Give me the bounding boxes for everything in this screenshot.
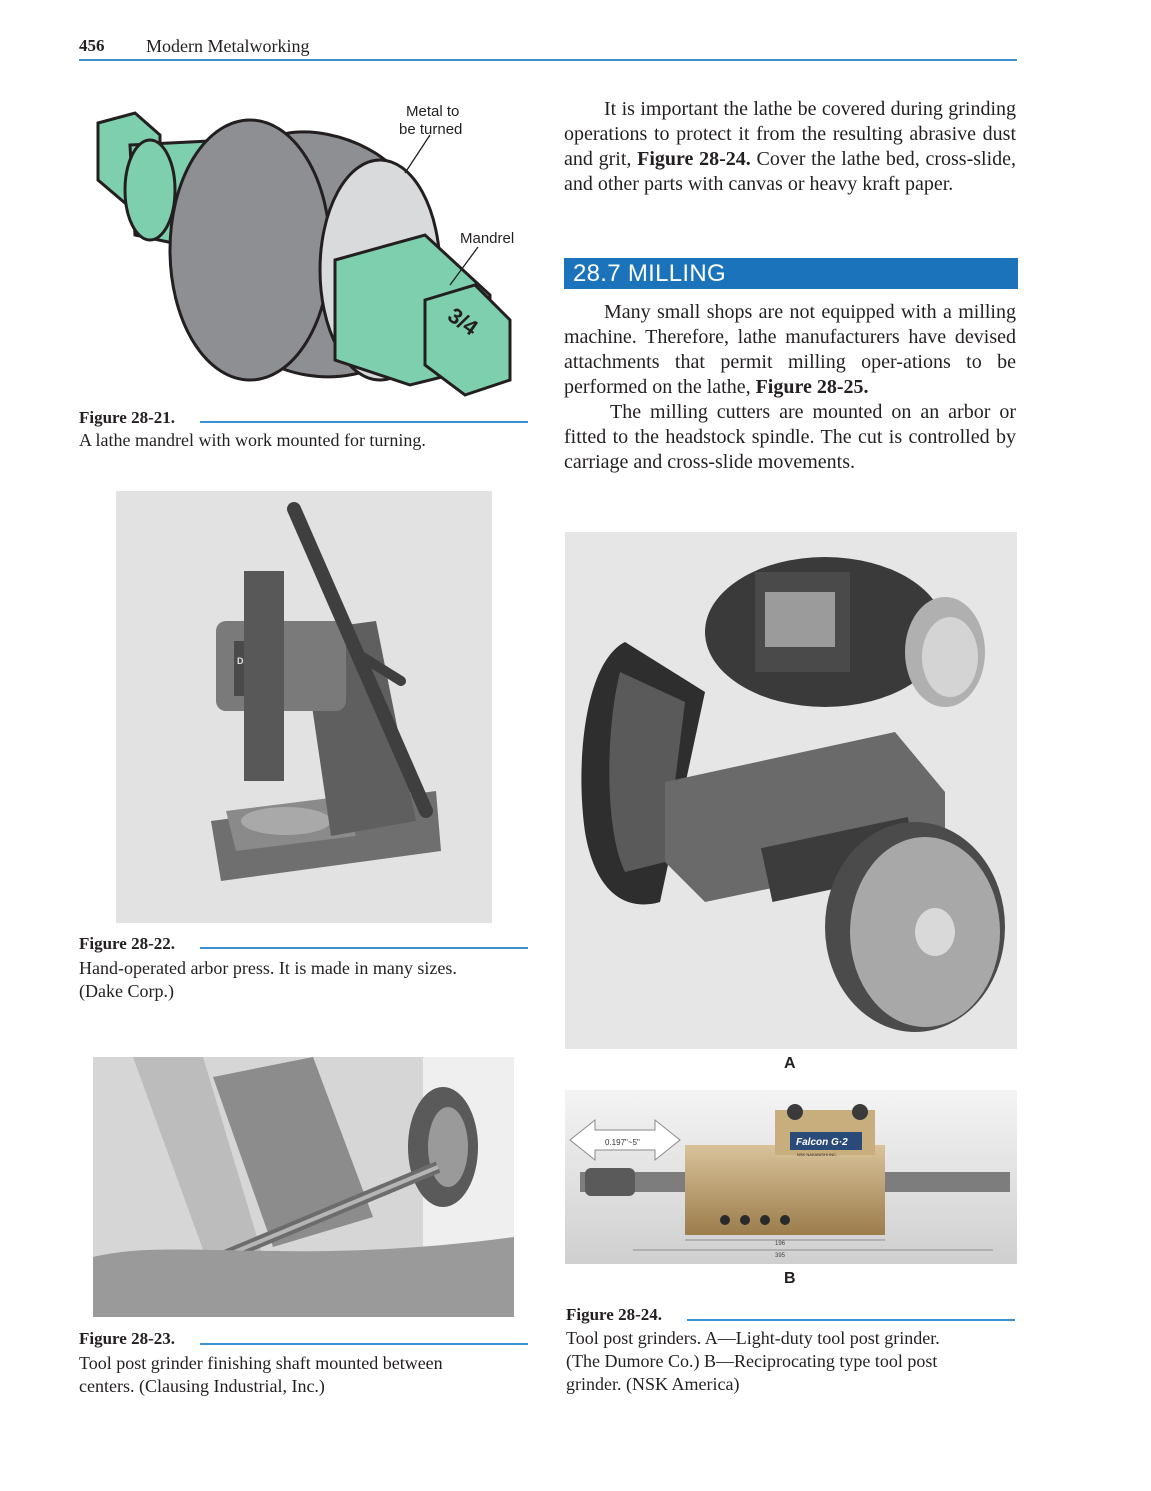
figure-28-23-caption-line1: Tool post grinder finishing shaft mounte… <box>79 1353 443 1373</box>
section-heading: 28.7 MILLING <box>564 258 1018 289</box>
paragraph-milling-cutters: The milling cutters are mounted on an ar… <box>564 401 1016 473</box>
label-metal-to-be-turned-line2: be turned <box>399 121 462 138</box>
figure-ref-28-24: Figure 28-24. <box>637 148 751 170</box>
figure-28-24-caption-line1: Tool post grinders. A—Light-duty tool po… <box>566 1328 940 1348</box>
header-rule <box>79 59 1017 61</box>
figure-28-21-rule <box>200 421 528 423</box>
figure-28-23-photo <box>93 1057 514 1317</box>
figure-28-24-caption-line2: (The Dumore Co.) B—Reciprocating type to… <box>566 1351 938 1371</box>
paragraph-milling-intro: Many small shops are not equipped with a… <box>564 300 1016 400</box>
figure-ref-28-25: Figure 28-25. <box>755 376 869 398</box>
figure-28-22-caption-line2: (Dake Corp.) <box>79 981 174 1001</box>
figure-28-24-rule <box>687 1319 1015 1321</box>
figure-28-21-title: Figure 28-21. <box>79 408 176 427</box>
label-metal-to-be-turned: Metal to <box>406 103 459 120</box>
maker-label: NSK NAKANISHI INC. <box>797 1152 837 1157</box>
figure-28-21-caption: A lathe mandrel with work mounted for tu… <box>79 430 426 450</box>
figure-28-23-title: Figure 28-23. <box>79 1329 176 1348</box>
figure-28-24b-photo: 0.197"~5" Falcon G·2 NSK NAKANISHI INC. … <box>565 1090 1017 1264</box>
dimension-196: 196 <box>775 1241 786 1247</box>
figure-28-24-sublabel-b: B <box>784 1270 796 1287</box>
figure-28-24-sublabel-a: A <box>784 1055 796 1072</box>
book-title: Modern Metalworking <box>146 36 310 56</box>
page-number: 456 <box>79 36 105 55</box>
label-mandrel: Mandrel <box>460 230 514 247</box>
dimension-395: 395 <box>775 1253 786 1259</box>
figure-28-24-caption-line3: grinder. (NSK America) <box>566 1374 740 1394</box>
figure-28-22-title: Figure 28-22. <box>79 934 176 953</box>
figure-28-22-caption-line1: Hand-operated arbor press. It is made in… <box>79 958 457 978</box>
paragraph-grinding-cover-text: It is important the lathe be covered dur… <box>564 98 1016 170</box>
figure-28-22-rule <box>200 947 528 949</box>
figure-28-23-caption-line2: centers. (Clausing Industrial, Inc.) <box>79 1376 325 1396</box>
figure-28-22-photo: DAKE <box>116 491 492 923</box>
product-label: Falcon G·2 <box>796 1137 848 1148</box>
figure-28-24-title: Figure 28-24. <box>566 1305 663 1324</box>
figure-28-24a-photo <box>565 532 1017 1049</box>
paragraph-grinding-cover: It is important the lathe be covered dur… <box>564 97 1016 197</box>
paragraph-milling-intro-text: Many small shops are not equipped with a… <box>564 301 1016 398</box>
paragraph-grinding-cover-tail: Cover the lathe bed, cross-slide, and ot… <box>564 148 1017 195</box>
figure-28-23-rule <box>200 1343 528 1345</box>
figure-28-21-illustration: 3/4 Metal to be turned Mandrel <box>80 95 540 400</box>
range-label: 0.197"~5" <box>605 1138 640 1147</box>
